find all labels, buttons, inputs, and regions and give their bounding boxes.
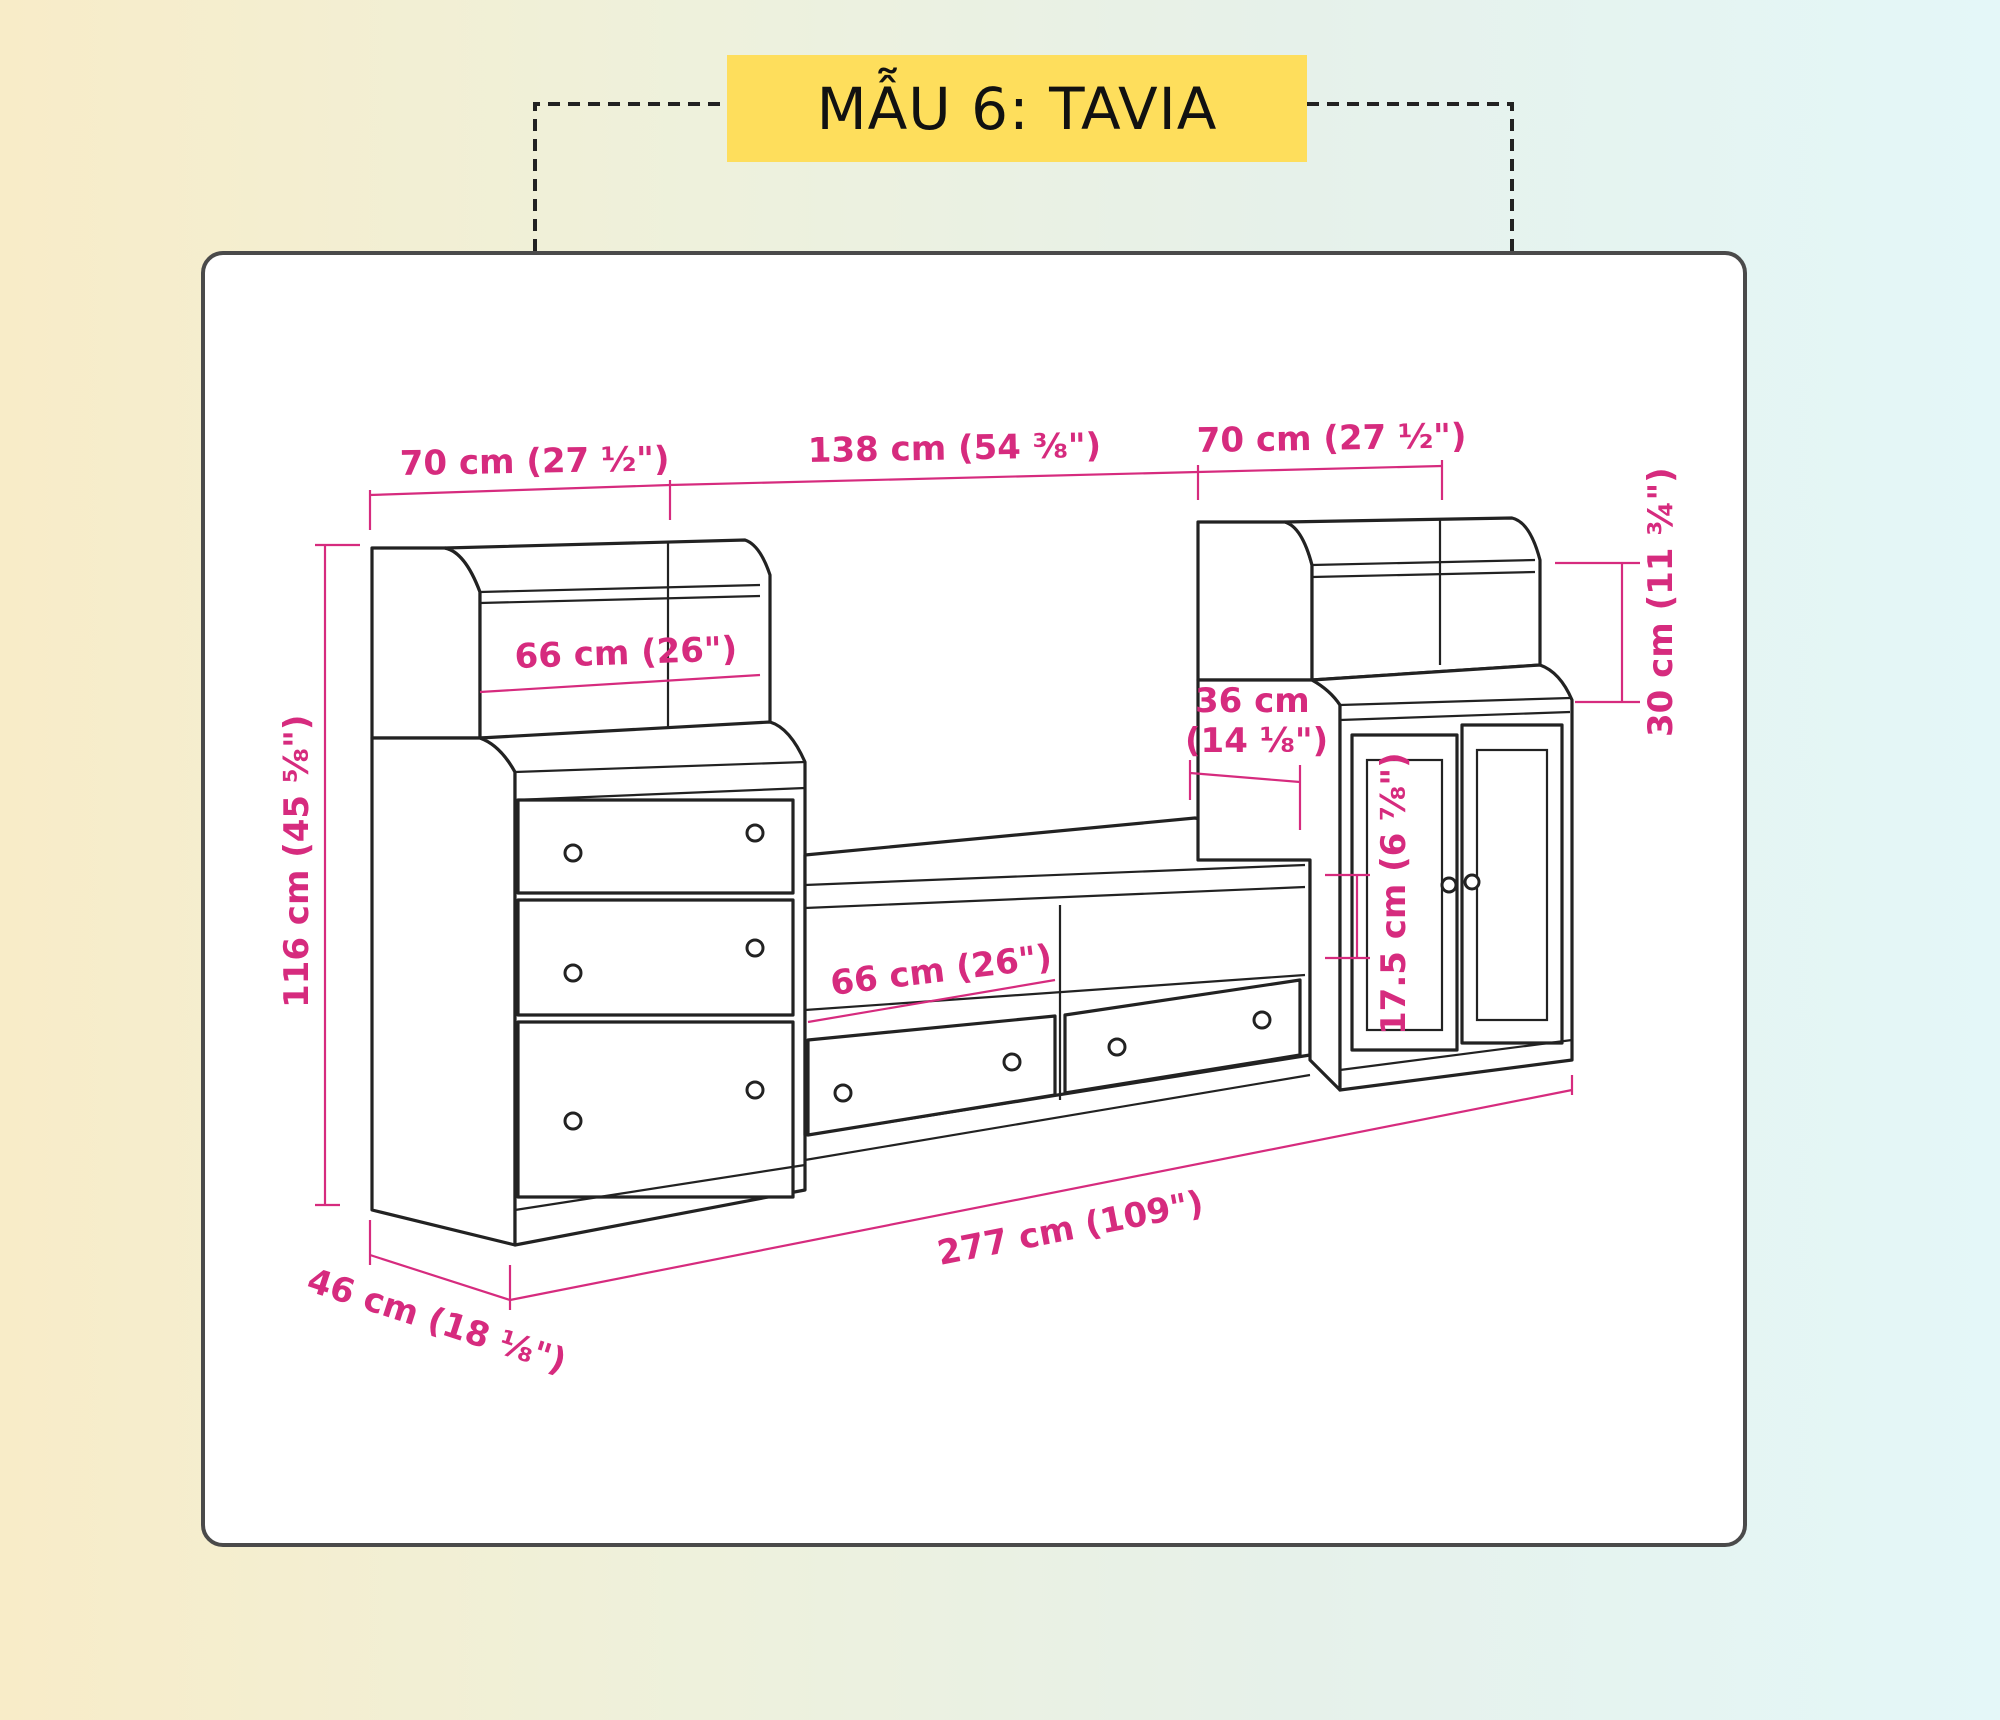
- dim-height: 116 cm (45 ⅝"): [277, 715, 317, 1008]
- title-connector: [533, 102, 1514, 251]
- right-cabinet: [1196, 516, 1574, 1092]
- dim-depth: 46 cm (18 ⅛"): [302, 1261, 571, 1382]
- dim-right-width: 70 cm (27 ½"): [1196, 416, 1466, 461]
- title-badge: MẪU 6: TAVIA: [727, 55, 1307, 162]
- dim-total-width: 277 cm (109"): [934, 1183, 1207, 1274]
- dim-bench-depth-1: 36 cm: [1195, 681, 1310, 721]
- dim-shelf-height: 30 cm (11 ¾"): [1641, 467, 1681, 737]
- dim-middle-gap: 138 cm (54 ⅜"): [807, 426, 1101, 471]
- dim-left-inner-width: 66 cm (26"): [514, 629, 738, 677]
- dimension-lines: [315, 460, 1640, 1310]
- dim-bench-depth-2: (14 ⅛"): [1185, 721, 1328, 761]
- title-text: MẪU 6: TAVIA: [816, 74, 1218, 143]
- middle-bench: [803, 816, 1312, 1162]
- left-cabinet: [370, 538, 807, 1247]
- dim-drawer-height: 17.5 cm (6 ⅞"): [1374, 752, 1414, 1035]
- dim-left-width: 70 cm (27 ½"): [399, 439, 669, 484]
